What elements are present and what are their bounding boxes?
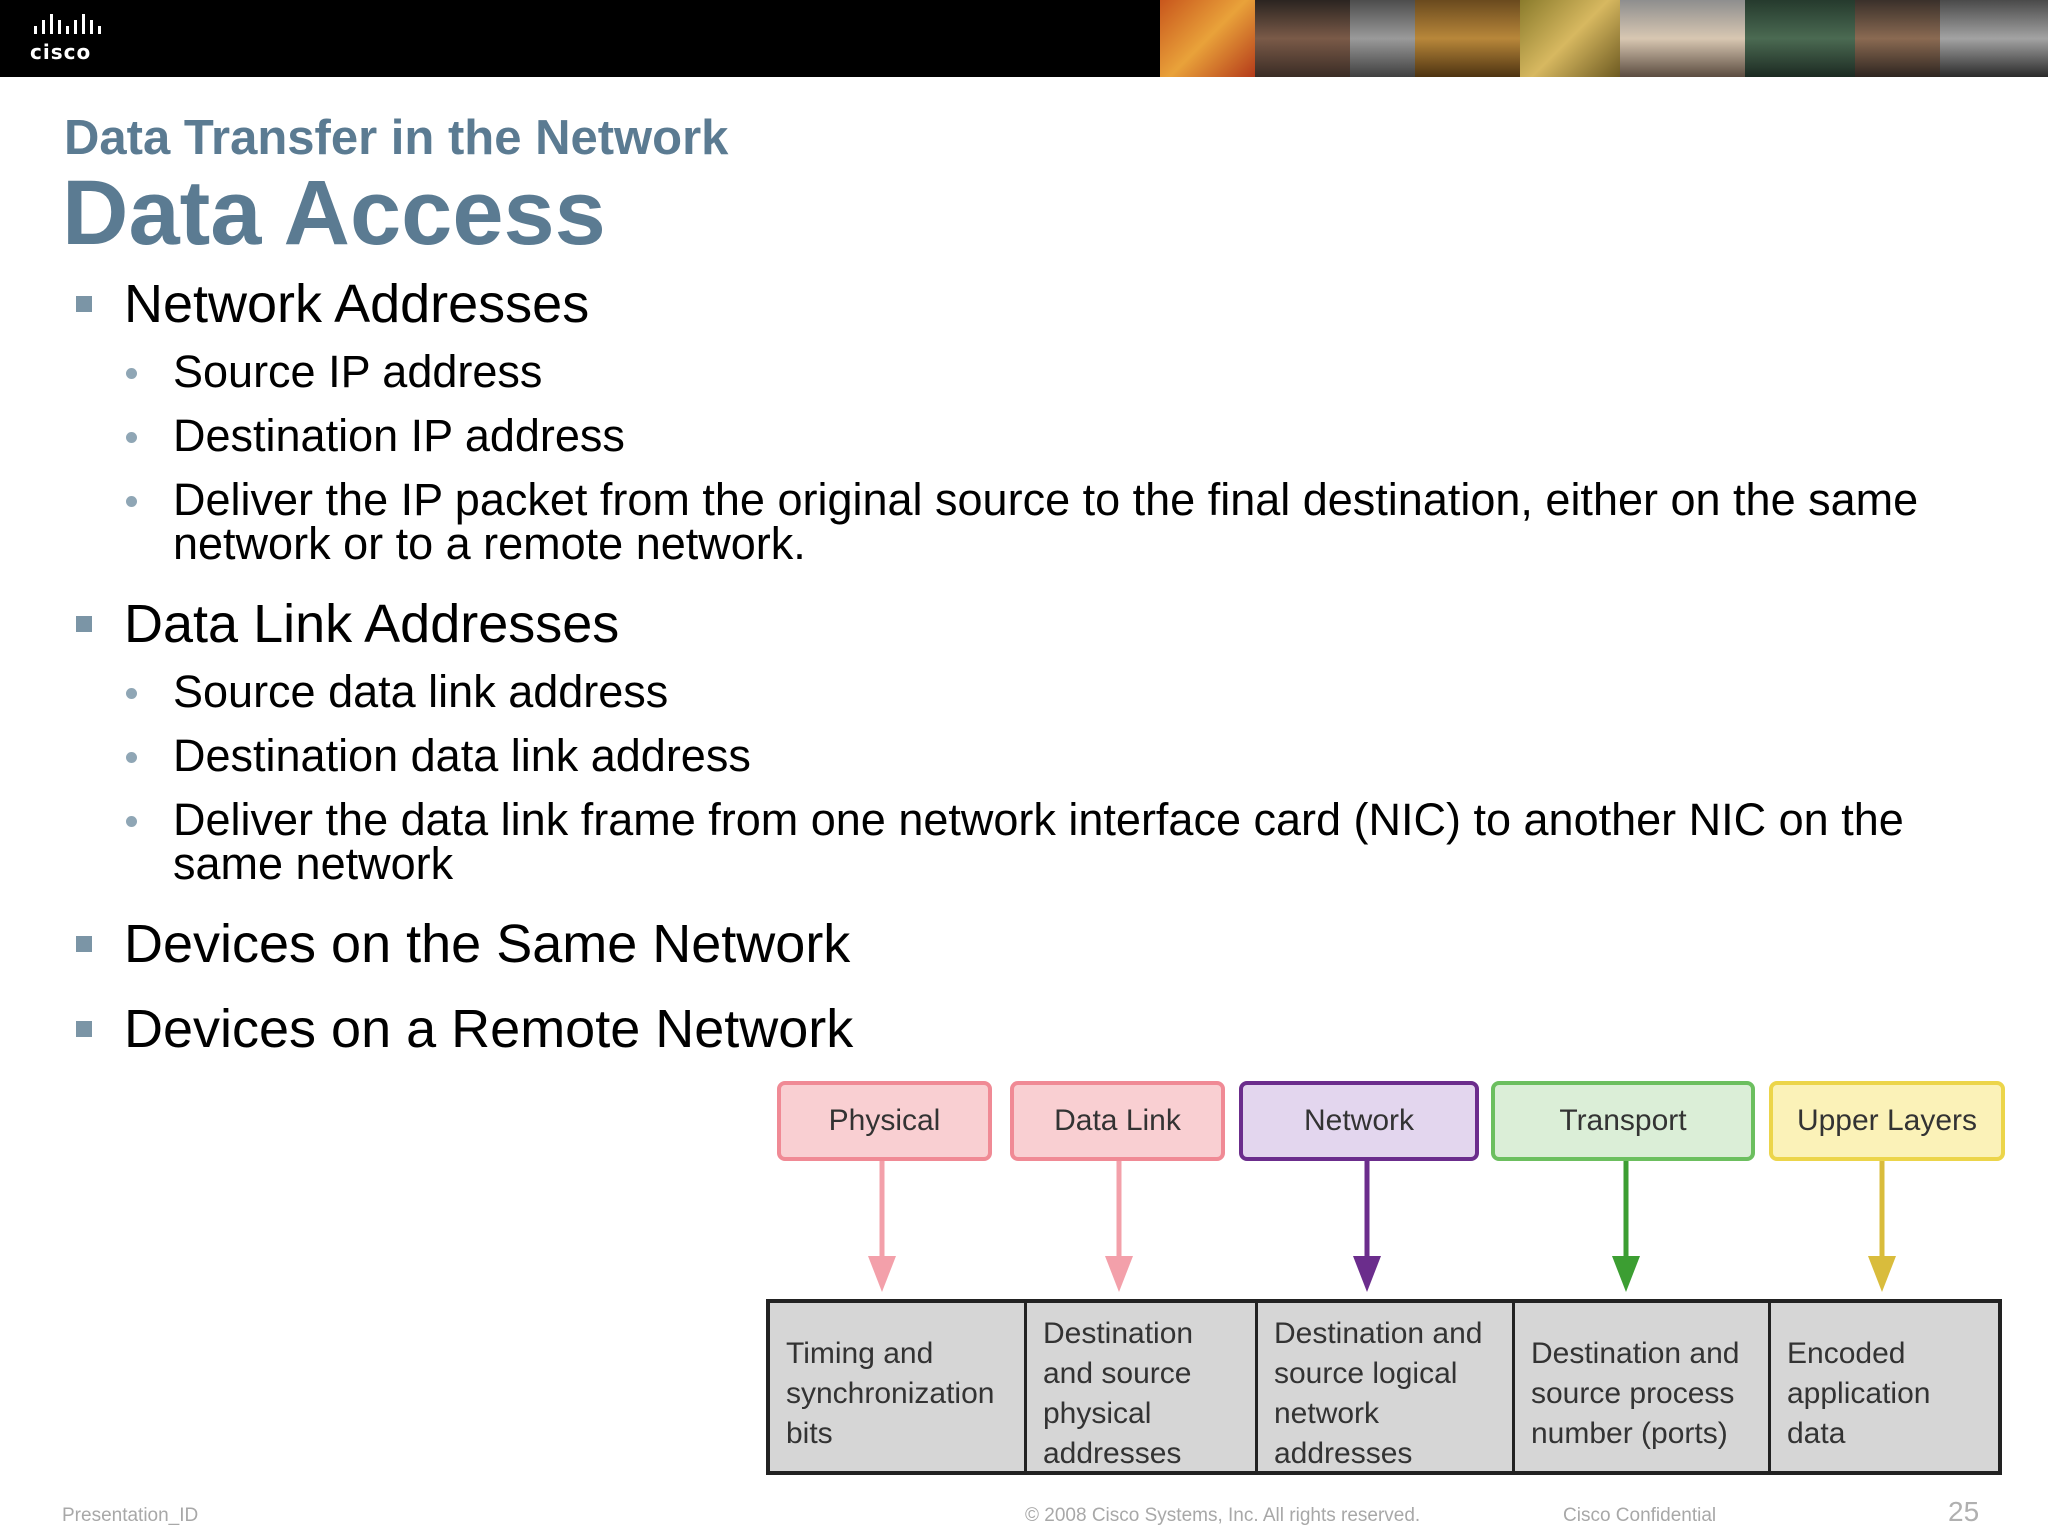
slide-title: Data Access (62, 162, 606, 264)
layer-box-transport: Transport (1491, 1081, 1755, 1161)
down-arrow-icon (1612, 1161, 1640, 1292)
field-cell-text: Timing and synchronization bits (786, 1337, 995, 1450)
header-banner: cisco (0, 0, 2048, 77)
square-bullet-icon (76, 296, 92, 312)
field-cell-physical: Timing and synchronization bits (770, 1303, 1027, 1471)
bullet-devices-remote-network: Devices on a Remote Network (76, 999, 854, 1059)
bullet-network-addresses: Network Addresses (76, 274, 590, 334)
layer-box-network: Network (1239, 1081, 1479, 1161)
sub-bullet-text: Source IP address (173, 346, 543, 397)
dot-bullet-icon (126, 752, 137, 763)
banner-photo (1255, 0, 1350, 77)
field-cell-text: Destination and source logical network a… (1274, 1317, 1483, 1470)
banner-photo (1520, 0, 1620, 77)
dot-bullet-icon (126, 816, 137, 827)
sub-bullet: Deliver the data link frame from one net… (126, 797, 1933, 886)
banner-photo-strip (1160, 0, 2048, 77)
field-cell-upper-layers: Encoded application data (1771, 1303, 1998, 1471)
layer-label: Upper Layers (1796, 1104, 1978, 1137)
bullet-text: Network Addresses (124, 274, 590, 334)
sub-bullet: Destination data link address (126, 733, 1933, 778)
banner-photo (1940, 0, 2048, 77)
sub-bullet: Deliver the IP packet from the original … (126, 477, 1933, 566)
logo-wordmark: cisco (30, 40, 92, 64)
page-number: 25 (1948, 1496, 1980, 1527)
bullet-text: Devices on the Same Network (124, 914, 851, 974)
down-arrow-icon (1353, 1161, 1381, 1292)
banner-photo (1350, 0, 1415, 77)
cisco-bars-icon (34, 14, 101, 34)
layer-box-data-link: Data Link (1010, 1081, 1225, 1161)
down-arrow-icon (1105, 1161, 1133, 1292)
sub-bullet-text: Destination IP address (173, 410, 625, 461)
slide-subtitle: Data Transfer in the Network (64, 111, 729, 165)
field-cell-data-link: Destination and source physical addresse… (1027, 1303, 1258, 1471)
bullet-data-link-addresses: Data Link Addresses (76, 594, 620, 654)
field-cell-text: Destination and source physical addresse… (1043, 1317, 1194, 1470)
bullet-text: Data Link Addresses (124, 594, 620, 654)
sub-bullet-text: Destination data link address (173, 730, 751, 781)
footer-presentation-id: Presentation_ID (62, 1505, 199, 1526)
down-arrow-icon (868, 1161, 896, 1292)
layer-label: Physical (828, 1104, 941, 1137)
footer-copyright: © 2008 Cisco Systems, Inc. All rights re… (1025, 1505, 1421, 1526)
layer-label: Transport (1559, 1104, 1687, 1137)
square-bullet-icon (76, 1021, 92, 1037)
field-cell-transport: Destination and source process number (p… (1515, 1303, 1771, 1471)
layer-box-upper-layers: Upper Layers (1769, 1081, 2005, 1161)
banner-photo (1415, 0, 1520, 77)
field-cell-text: Destination and source process number (p… (1531, 1337, 1740, 1450)
layer-box-physical: Physical (777, 1081, 992, 1161)
sub-bullet: Source data link address (126, 669, 1933, 714)
banner-photo (1620, 0, 1745, 77)
dot-bullet-icon (126, 688, 137, 699)
down-arrow-icon (1868, 1161, 1896, 1292)
layer-label: Network (1303, 1104, 1415, 1137)
sub-bullet: Destination IP address (126, 413, 1933, 458)
field-cell-network: Destination and source logical network a… (1258, 1303, 1515, 1471)
field-cell-text: Encoded application data (1787, 1337, 1931, 1450)
dot-bullet-icon (126, 368, 137, 379)
footer-confidential: Cisco Confidential (1563, 1505, 1717, 1526)
banner-photo (1855, 0, 1940, 77)
sub-bullet: Source IP address (126, 349, 1933, 394)
banner-photo (1745, 0, 1855, 77)
banner-photo (1160, 0, 1255, 77)
bullet-text: Devices on a Remote Network (124, 999, 854, 1059)
sub-bullet-text: Deliver the data link frame from one net… (173, 794, 1904, 889)
sub-bullet-text: Source data link address (173, 666, 669, 717)
sub-bullet-text: Deliver the IP packet from the original … (173, 474, 1919, 569)
dot-bullet-icon (126, 496, 137, 507)
pdu-fields-table: Timing and synchronization bits Destinat… (766, 1299, 2002, 1475)
bullet-devices-same-network: Devices on the Same Network (76, 914, 851, 974)
square-bullet-icon (76, 936, 92, 952)
square-bullet-icon (76, 616, 92, 632)
dot-bullet-icon (126, 432, 137, 443)
cisco-logo: cisco (30, 12, 120, 66)
layer-label: Data Link (1054, 1104, 1181, 1137)
